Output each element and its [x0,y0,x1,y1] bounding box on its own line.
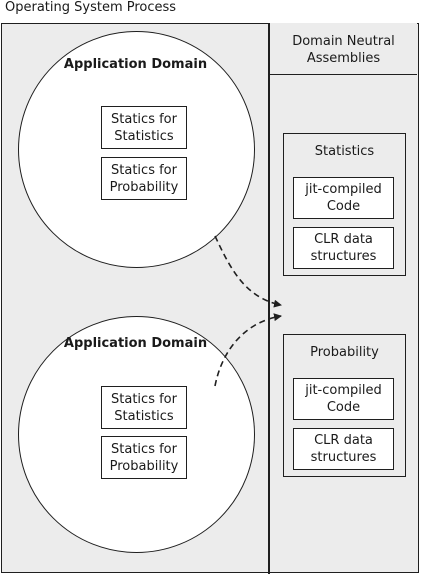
statics-probability-2: Statics for Probability [101,436,187,479]
diagram-title: Operating System Process [5,0,177,15]
probability-jit-code: jit-compiled Code [293,378,394,420]
app-domain-circle-1 [18,31,255,268]
statics-probability-1: Statics for Probability [101,157,187,200]
statics-statistics-1: Statics for Statistics [101,106,187,149]
statistics-jit-code: jit-compiled Code [293,177,394,219]
domain-neutral-header-box [268,23,417,75]
app-domain-label-1: Application Domain [63,57,208,72]
probability-clr-structures: CLR data structures [293,428,394,470]
probability-panel-title: Probability [310,345,379,360]
statics-statistics-2: Statics for Statistics [101,386,187,429]
domain-neutral-header: Domain Neutral Assemblies [292,34,395,66]
statistics-panel-title: Statistics [314,144,375,159]
app-domain-label-2: Application Domain [63,336,208,351]
region-divider [268,23,270,574]
statistics-clr-structures: CLR data structures [293,227,394,269]
